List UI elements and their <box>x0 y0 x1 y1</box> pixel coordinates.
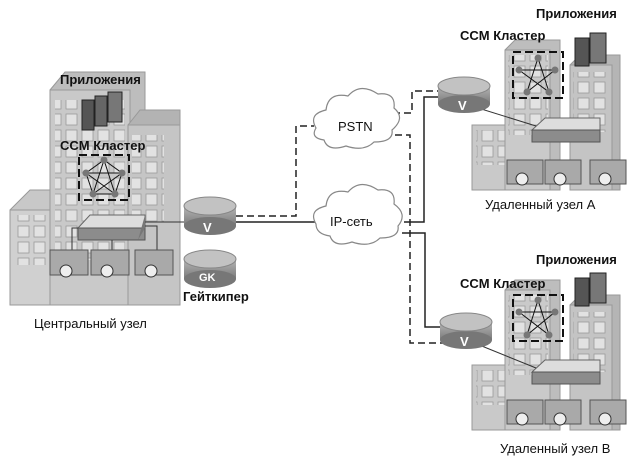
remote-a-cluster-label: CCM Кластер <box>460 28 546 43</box>
link-pstn-router-a <box>393 90 446 114</box>
link-ip-router-a <box>404 96 448 223</box>
remote-b-label: Удаленный узел В <box>500 441 611 456</box>
router-v-remote-a <box>437 76 491 113</box>
gatekeeper-label: Гейткипер <box>183 289 249 304</box>
ip-phones-central <box>49 249 174 278</box>
ccm-cluster-icon <box>512 294 564 342</box>
links <box>236 90 448 344</box>
app-servers-icon <box>81 91 123 131</box>
remote-b-cluster-label: CCM Кластер <box>460 276 546 291</box>
link-central-router-pstn <box>236 125 314 217</box>
ccm-cluster-icon <box>78 154 130 201</box>
remote-a-router-label: V <box>458 98 467 113</box>
remote-site-a <box>437 32 627 191</box>
gatekeeper-router-label: GK <box>199 272 216 284</box>
ip-cloud <box>313 183 403 245</box>
central-site-label: Центральный узел <box>34 316 147 331</box>
central-apps-label: Приложения <box>60 72 141 87</box>
remote-b-router-label: V <box>460 334 469 349</box>
link-ip-router-b <box>402 232 443 328</box>
router-v-central <box>183 196 237 235</box>
remote-b-apps-label: Приложения <box>536 252 617 267</box>
ip-phones-remote-b <box>506 399 627 426</box>
central-site <box>9 71 237 306</box>
central-router-label: V <box>203 220 212 235</box>
ccm-cluster-icon <box>512 51 564 99</box>
router-v-remote-b <box>439 312 493 349</box>
remote-a-apps-label: Приложения <box>536 6 617 21</box>
link-pstn-router-b <box>395 134 444 344</box>
pstn-label: PSTN <box>338 119 373 134</box>
remote-a-label: Удаленный узел А <box>485 197 596 212</box>
central-cluster-label: CCM Кластер <box>60 138 146 153</box>
pstn-cloud <box>313 87 401 149</box>
switch-icon <box>76 214 146 241</box>
ip-network-label: IP-сеть <box>330 214 373 229</box>
remote-site-b <box>439 272 627 431</box>
ip-phones-remote-a <box>506 159 627 186</box>
router-gatekeeper <box>183 249 237 288</box>
